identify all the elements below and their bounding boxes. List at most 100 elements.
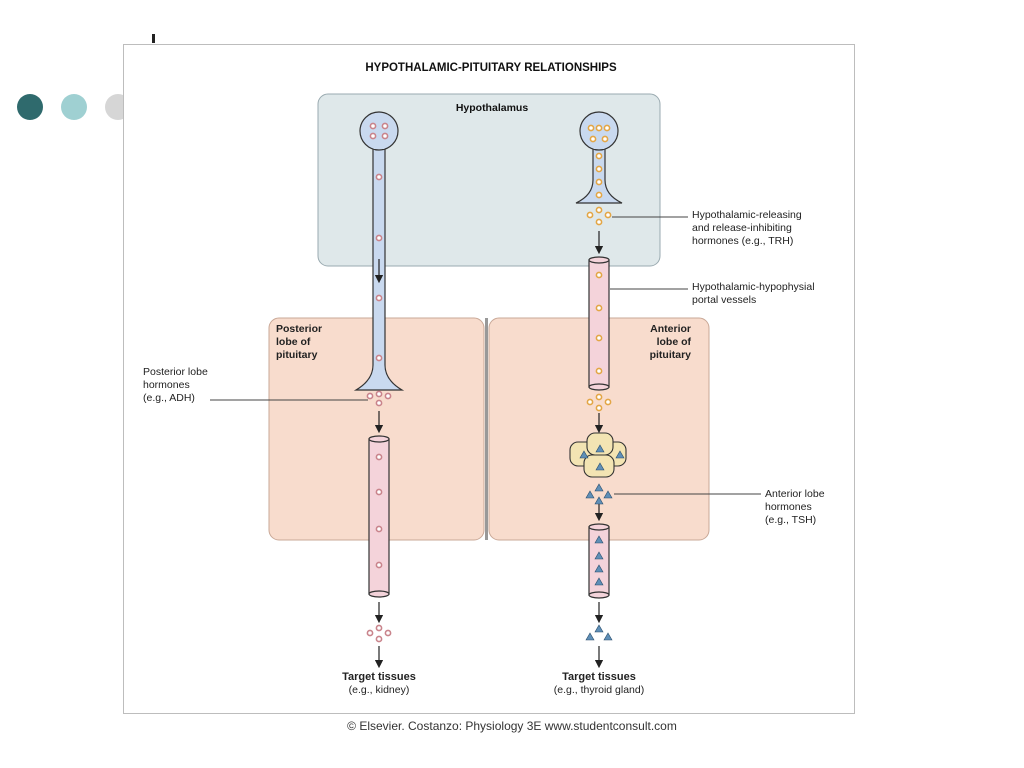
tsh-hormone-triangle <box>615 450 625 459</box>
copyright-caption: © Elsevier. Costanzo: Physiology 3E www.… <box>347 719 677 733</box>
trh-hormone-dot <box>604 398 612 406</box>
hypothalamus-region <box>317 93 661 267</box>
adh-hormone-dot <box>375 624 383 632</box>
slide-decoration-dots <box>17 94 131 120</box>
adh-hormone-dot <box>366 629 374 637</box>
trh-hormone-dot <box>595 218 603 226</box>
adh-hormone-dot <box>375 525 383 533</box>
adh-hormone-dot <box>381 132 389 140</box>
trh-hormone-dot <box>595 334 603 342</box>
adh-hormone-dot <box>375 390 383 398</box>
adh-hormone-dot <box>375 354 383 362</box>
trh-hormone-dot <box>586 398 594 406</box>
adh-hormone-dot <box>366 392 374 400</box>
callout-line: (e.g., ADH) <box>143 392 195 404</box>
tsh-hormone-triangle <box>603 632 613 641</box>
slide-mark <box>152 34 155 43</box>
tsh-hormone-triangle <box>594 535 604 544</box>
slide-dot <box>17 94 43 120</box>
diagram-title: HYPOTHALAMIC-PITUITARY RELATIONSHIPS <box>365 62 617 74</box>
adh-hormone-dot <box>384 392 392 400</box>
callout-line: Posterior lobe <box>143 366 208 378</box>
trh-hormone-dot <box>595 191 603 199</box>
target-example: (e.g., kidney) <box>348 684 410 696</box>
trh-hormone-dot <box>595 165 603 173</box>
target-title: Target tissues <box>342 671 416 683</box>
trh-hormone-dot <box>595 304 603 312</box>
tsh-hormone-triangle <box>594 551 604 560</box>
trh-hormone-dot <box>595 206 603 214</box>
callout-line: portal vessels <box>692 294 757 306</box>
trh-hormone-dot <box>586 211 594 219</box>
posterior-lobe-label-line: lobe of <box>276 336 311 348</box>
anterior-lobe-label-line: lobe of <box>656 336 691 348</box>
hypothalamus-label: Hypothalamus <box>456 102 529 114</box>
releasing-hormones-callout: Hypothalamic-releasing and release-inhib… <box>692 209 802 248</box>
callout-line: and release-inhibiting <box>692 222 792 234</box>
adh-hormone-dot <box>375 488 383 496</box>
anterior-pituitary-cells <box>569 432 627 478</box>
trh-hormone-dot <box>603 124 611 132</box>
slide-dot <box>61 94 87 120</box>
tsh-hormone-triangle <box>579 450 589 459</box>
trh-hormone-dot <box>595 393 603 401</box>
left-target-label: Target tissues (e.g., kidney) <box>299 671 459 697</box>
trh-hormone-dot <box>595 124 603 132</box>
tsh-hormone-triangle <box>594 577 604 586</box>
callout-line: hormones <box>143 379 190 391</box>
diagram-figure: HYPOTHALAMIC-PITUITARY RELATIONSHIPS Hyp… <box>123 44 855 714</box>
posterior-systemic-vessel <box>368 435 390 598</box>
tsh-hormone-triangle <box>585 632 595 641</box>
trh-hormone-dot <box>604 211 612 219</box>
anterior-systemic-vessel <box>588 523 610 599</box>
adh-hormone-dot <box>375 561 383 569</box>
callout-line: Anterior lobe <box>765 488 825 500</box>
trh-hormone-dot <box>587 124 595 132</box>
tsh-hormone-triangle <box>594 483 604 492</box>
portal-vessel <box>588 256 610 391</box>
hormone-marks <box>366 122 625 643</box>
anterior-lobe-label: Anterior lobe of pituitary <box>641 323 691 362</box>
adh-hormone-dot <box>375 453 383 461</box>
adh-hormone-dot <box>369 132 377 140</box>
callout-line: (e.g., TSH) <box>765 514 817 526</box>
anterior-lobe-label-line: pituitary <box>649 349 691 361</box>
tsh-hormone-triangle <box>603 490 613 499</box>
diagram-canvas: HYPOTHALAMIC-PITUITARY RELATIONSHIPS Hyp… <box>210 62 761 669</box>
callout-line: Hypothalamic-releasing <box>692 209 802 221</box>
target-example: (e.g., thyroid gland) <box>553 684 645 696</box>
anterior-lobe-label-line: Anterior <box>650 323 691 335</box>
posterior-lobe-label: Posterior lobe of pituitary <box>276 323 322 362</box>
portal-vessels-callout: Hypothalamic-hypophysial portal vessels <box>692 281 815 307</box>
trh-hormone-dot <box>601 135 609 143</box>
tsh-hormone-triangle <box>594 496 604 505</box>
tsh-hormone-triangle <box>594 564 604 573</box>
target-title: Target tissues <box>562 671 636 683</box>
adh-hormone-dot <box>375 234 383 242</box>
trh-hormone-dot <box>595 367 603 375</box>
adh-hormone-dot <box>384 629 392 637</box>
posterior-lobe-label-line: pituitary <box>276 349 318 361</box>
callout-line: Hypothalamic-hypophysial <box>692 281 815 293</box>
trh-hormone-dot <box>589 135 597 143</box>
tsh-hormone-triangle <box>585 490 595 499</box>
anterior-hormones-callout: Anterior lobe hormones (e.g., TSH) <box>765 488 825 527</box>
tsh-hormone-triangle <box>595 444 605 453</box>
adh-hormone-dot <box>375 635 383 643</box>
tsh-hormone-triangle <box>594 624 604 633</box>
trh-hormone-dot <box>595 152 603 160</box>
trh-hormone-dot <box>595 404 603 412</box>
adh-hormone-dot <box>381 122 389 130</box>
adh-hormone-dot <box>375 399 383 407</box>
adh-hormone-dot <box>375 294 383 302</box>
trh-hormone-dot <box>595 271 603 279</box>
trh-hormone-dot <box>595 178 603 186</box>
posterior-hormones-callout: Posterior lobe hormones (e.g., ADH) <box>143 366 208 405</box>
callout-line: hormones <box>765 501 812 513</box>
posterior-lobe-label-line: Posterior <box>276 323 323 335</box>
adh-hormone-dot <box>369 122 377 130</box>
right-target-label: Target tissues (e.g., thyroid gland) <box>509 671 689 697</box>
callout-line: hormones (e.g., TRH) <box>692 235 794 247</box>
adh-hormone-dot <box>375 173 383 181</box>
tsh-hormone-triangle <box>595 462 605 471</box>
